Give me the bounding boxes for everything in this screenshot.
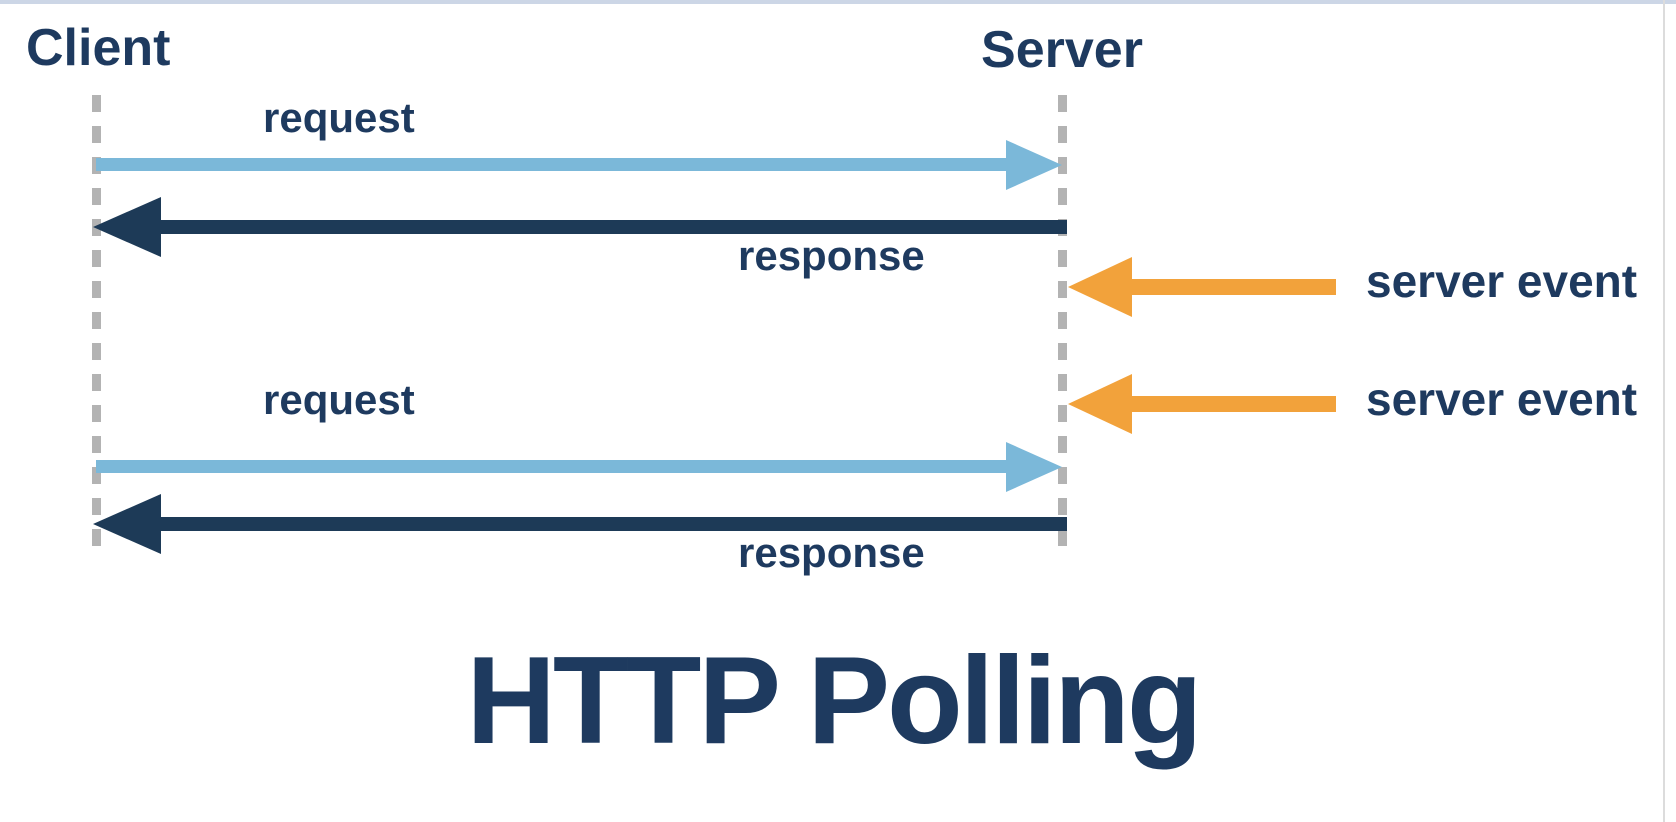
actor-label-server: Server (981, 21, 1143, 79)
request-label-2: request (263, 376, 415, 423)
response-arrowhead-left-2 (93, 494, 161, 554)
response-label-1: response (738, 232, 925, 279)
server-event-arrow-shaft-1 (1132, 279, 1336, 295)
actor-label-client: Client (26, 19, 171, 77)
server-event-label-1: server event (1366, 255, 1638, 307)
server-event-arrowhead-1 (1068, 257, 1132, 317)
request-arrowhead-right-2 (1006, 442, 1062, 492)
response-arrowhead-left-1 (93, 197, 161, 257)
request-arrow-shaft-1 (96, 158, 1006, 171)
request-arrow-shaft-2 (96, 460, 1006, 473)
server-lifeline (1058, 95, 1067, 555)
diagram-title: HTTP Polling (466, 632, 1202, 770)
client-lifeline (92, 95, 101, 555)
server-event-arrowhead-2 (1068, 374, 1132, 434)
request-arrowhead-right-1 (1006, 140, 1062, 190)
response-arrow-shaft-2 (161, 517, 1067, 531)
server-event-arrow-shaft-2 (1132, 396, 1336, 412)
right-edge-line (1663, 0, 1665, 822)
response-arrow-shaft-1 (161, 220, 1067, 234)
request-label-1: request (263, 94, 415, 141)
response-label-2: response (738, 529, 925, 576)
server-event-label-2: server event (1366, 373, 1638, 425)
top-border-line (0, 0, 1676, 4)
